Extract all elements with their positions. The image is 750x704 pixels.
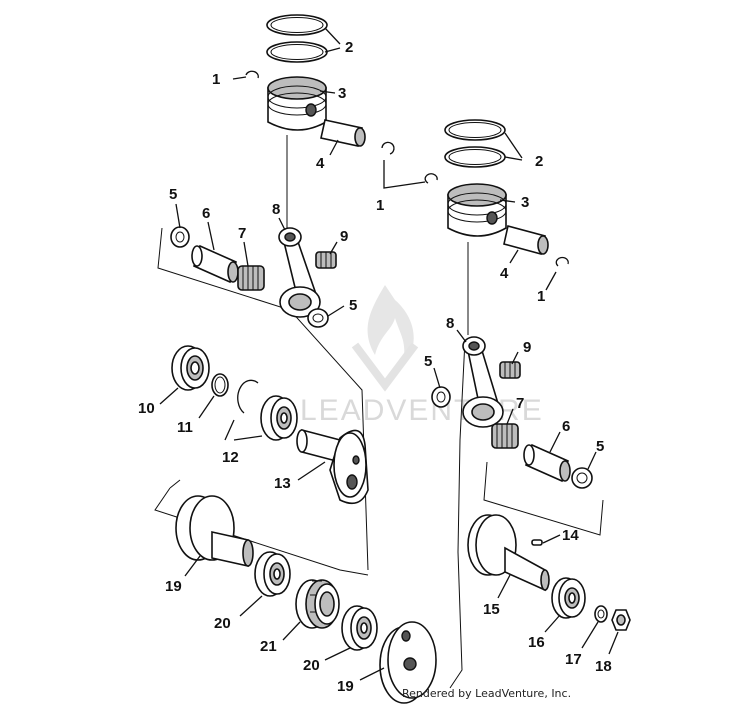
- callout-6: 6: [202, 205, 210, 222]
- circlip-12: [237, 379, 259, 414]
- main-bearing-20b: [341, 605, 378, 651]
- callout-19: 19: [337, 678, 354, 695]
- callout-18: 18: [595, 658, 612, 675]
- callout-4: 4: [500, 265, 509, 282]
- callout-5: 5: [169, 186, 177, 203]
- thrust-washer-left-b: [307, 308, 329, 328]
- callout-11: 11: [177, 419, 193, 436]
- left-piston-group: [245, 14, 438, 228]
- crank-pin-right: [523, 443, 571, 483]
- piston-right: [447, 183, 507, 237]
- piston-pin-right: [503, 225, 549, 255]
- needle-bearing-right-small: [499, 361, 521, 379]
- callout-20: 20: [214, 615, 231, 632]
- callout-20: 20: [303, 657, 320, 674]
- needle-bearing-right-big: [491, 423, 519, 449]
- woodruff-key-14: [531, 539, 543, 546]
- leader-lines: [159, 27, 619, 681]
- piston-rings-right: [444, 119, 506, 168]
- left-crank-group: [154, 345, 369, 576]
- thrust-washer-right-a: [431, 386, 451, 408]
- callout-7: 7: [516, 395, 524, 412]
- left-connecting-rod-group: [157, 226, 369, 571]
- callout-15: 15: [483, 601, 500, 618]
- callout-17: 17: [565, 651, 582, 668]
- crank-wheel-19b: [379, 621, 437, 704]
- connecting-rod-left: [278, 227, 321, 318]
- callout-2: 2: [345, 39, 353, 56]
- bearing-12: [260, 395, 298, 441]
- callout-8: 8: [446, 315, 454, 332]
- callout-1: 1: [212, 71, 220, 88]
- callout-5: 5: [349, 297, 357, 314]
- circlip-left-pin: [381, 141, 395, 155]
- callout-12: 12: [222, 449, 239, 466]
- right-crank-group: [467, 514, 631, 631]
- callout-8: 8: [272, 201, 280, 218]
- callout-13: 13: [274, 475, 291, 492]
- callout-5: 5: [424, 353, 432, 370]
- right-connecting-rod-group: [431, 336, 604, 689]
- circlip-right-a: [424, 173, 438, 184]
- callout-5: 5: [596, 438, 604, 455]
- crank-wheel-19a: [175, 495, 254, 567]
- lower-left-assembly: [175, 495, 437, 704]
- callout-1: 1: [376, 197, 384, 214]
- circlip-left-top: [245, 70, 259, 79]
- callout-labels: 1 2 3 4 1 2 3 4 1 5 6 7 8 9 5 8 9 5 7 6 …: [138, 39, 612, 695]
- callout-3: 3: [338, 85, 346, 102]
- right-piston-group: [444, 119, 569, 335]
- labyrinth-seal-21: [295, 579, 340, 629]
- piston-pin-left: [320, 119, 366, 147]
- nut-18: [611, 609, 631, 631]
- piston-left: [267, 76, 327, 131]
- circlip-right-b: [555, 256, 569, 267]
- callout-10: 10: [138, 400, 155, 417]
- callout-9: 9: [523, 339, 531, 356]
- callout-16: 16: [528, 634, 545, 651]
- needle-bearing-left-small: [315, 251, 337, 269]
- callout-2: 2: [535, 153, 543, 170]
- crankshaft-half-13: [296, 428, 369, 505]
- callout-19: 19: [165, 578, 182, 595]
- thrust-washer-left-a: [170, 226, 190, 248]
- callout-3: 3: [521, 194, 529, 211]
- crank-pin-left: [191, 244, 239, 284]
- callout-7: 7: [238, 225, 246, 242]
- callout-21: 21: [260, 638, 277, 655]
- thrust-washer-right-b: [571, 467, 593, 489]
- watermark: LEADVENTURE: [300, 285, 542, 427]
- snap-ring-11: [211, 373, 229, 397]
- callout-1: 1: [537, 288, 545, 305]
- connecting-rod-right: [462, 336, 504, 428]
- needle-bearing-left-big: [237, 265, 265, 291]
- callout-4: 4: [316, 155, 325, 172]
- credit-text: Rendered by LeadVenture, Inc.: [402, 687, 571, 700]
- bearing-16: [551, 577, 586, 619]
- washer-17: [594, 605, 608, 623]
- crankshaft-half-15: [467, 514, 550, 592]
- callout-14: 14: [562, 527, 579, 544]
- main-bearing-10: [171, 345, 210, 391]
- piston-rings-left: [266, 14, 328, 63]
- main-bearing-20a: [254, 551, 291, 597]
- callout-6: 6: [562, 418, 570, 435]
- callout-9: 9: [340, 228, 348, 245]
